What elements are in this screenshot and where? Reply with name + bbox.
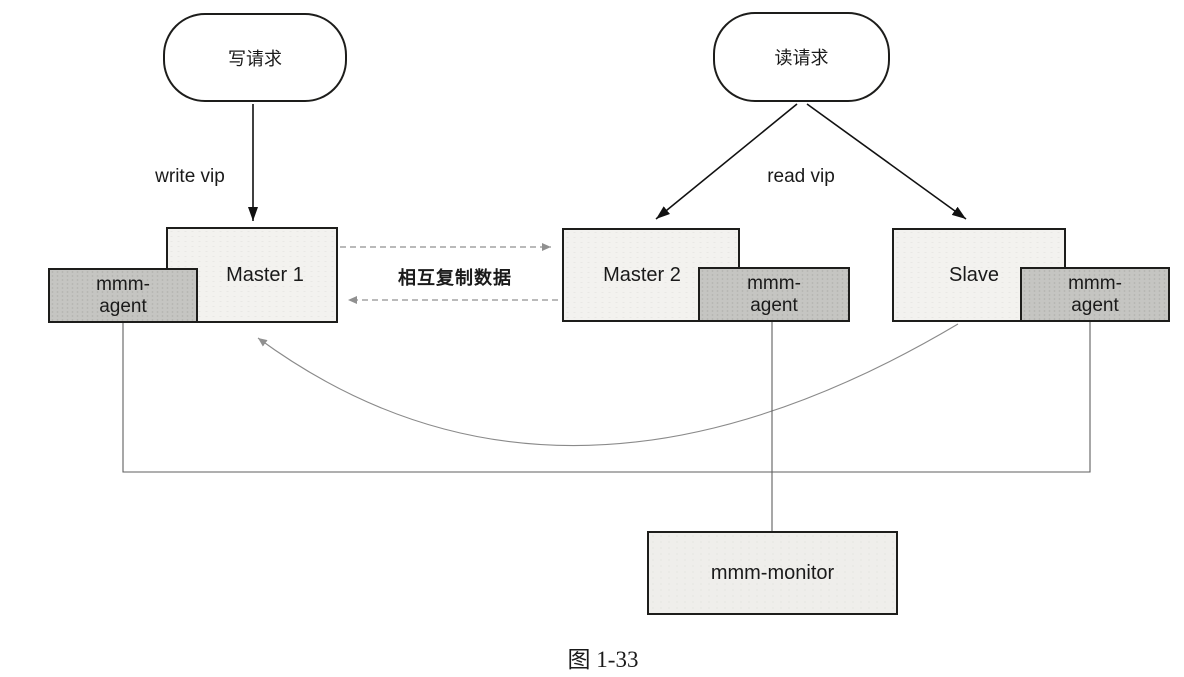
- master2-agent-label-line1: mmm-: [747, 272, 801, 294]
- master2-node: Master 2: [562, 228, 740, 322]
- agents-bus-line: [122, 322, 1091, 473]
- slave-agent-node: mmm- agent: [1020, 267, 1170, 322]
- master2-label: Master 2: [603, 263, 681, 286]
- slave-agent-label-line1: mmm-: [1068, 272, 1122, 294]
- read-vip-arrow-right: [806, 103, 967, 220]
- monitor-label: mmm-monitor: [710, 561, 835, 584]
- master1-agent-label-line1: mmm-: [96, 273, 150, 295]
- master2-agent-node: mmm- agent: [698, 267, 850, 322]
- slave-agent-label-line2: agent: [1071, 294, 1119, 316]
- write-vip-label: write vip: [155, 166, 225, 187]
- master2-agent-label-line2: agent: [750, 294, 798, 316]
- slave-to-master1-arc: [257, 323, 959, 447]
- replication-label: 相互复制数据: [398, 268, 512, 288]
- read-vip-arrow-left: [655, 103, 798, 220]
- figure-caption: 图 1-33: [567, 647, 639, 672]
- read-request-label: 读请求: [774, 48, 829, 68]
- write-request-label: 写请求: [228, 48, 282, 69]
- slave-label: Slave: [948, 263, 1000, 286]
- master1-agent-node: mmm- agent: [48, 268, 198, 323]
- monitor-node: mmm-monitor: [647, 531, 898, 615]
- master1-label: Master 1: [226, 263, 304, 286]
- read-request-node: 读请求: [713, 12, 890, 102]
- read-vip-label: read vip: [767, 166, 835, 187]
- master1-agent-label-line2: agent: [99, 295, 147, 317]
- write-request-node: 写请求: [163, 13, 347, 102]
